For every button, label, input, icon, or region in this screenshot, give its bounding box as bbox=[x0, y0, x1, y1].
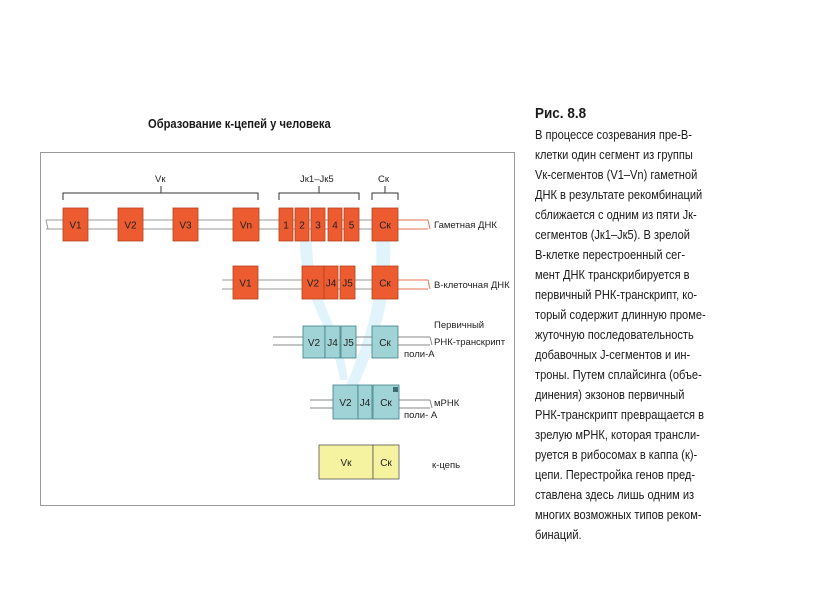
germline-segment-box bbox=[62, 207, 89, 242]
bcell-segment-label: J4 bbox=[326, 279, 337, 290]
caption-line: цепи. Перестройка генов пред- bbox=[535, 467, 696, 482]
bracket-c bbox=[371, 186, 399, 200]
chain-segments: Vк Cк bbox=[318, 444, 400, 480]
germline-segment-box bbox=[172, 207, 199, 242]
chain-segment-box bbox=[318, 444, 374, 480]
mrna-segment-box bbox=[357, 384, 373, 420]
chain-segment-label: Cк bbox=[380, 458, 392, 469]
chain-label: к-цепь bbox=[432, 460, 460, 471]
bcell-segments: V1 V2 J4 J5 Cк bbox=[232, 265, 399, 300]
mrna-polya-label: поли- А bbox=[404, 410, 438, 421]
germline-segment-box bbox=[294, 207, 310, 242]
mrna-label: мРНК bbox=[434, 398, 460, 409]
germline-segment-label: V1 bbox=[69, 221, 82, 232]
mrna-segments: V2 J4 Cк bbox=[332, 384, 400, 420]
caption-body: В процессе созревания пре-В-клетки один … bbox=[535, 125, 767, 545]
caption-line: троны. Путем сплайсинга (объе- bbox=[535, 367, 702, 382]
caption-line: торый содержит длинную проме- bbox=[535, 307, 706, 322]
caption-line: жуточную последовательность bbox=[535, 327, 694, 342]
primary-segments: V2 J4 J5 Cк bbox=[302, 325, 399, 359]
diagram-frame bbox=[40, 152, 515, 506]
caption-title: Рис. 8.8 bbox=[535, 105, 587, 122]
bcell-segment-label: V2 bbox=[307, 279, 320, 290]
bcell-segment-label: V1 bbox=[239, 279, 252, 290]
guide-swooshes bbox=[300, 240, 391, 400]
caption-line: ДНК в результате рекомбинаций bbox=[535, 187, 703, 202]
germline-segment-box bbox=[232, 207, 260, 242]
primary-segment-box bbox=[371, 325, 399, 359]
caption-line: добавочных J-сегментов и ин- bbox=[535, 347, 691, 362]
primary-segment-label: V2 bbox=[308, 338, 321, 349]
caption-line: сегментов (Jк1–Jк5). В зрелой bbox=[535, 227, 690, 242]
primary-segment-label: Cк bbox=[379, 338, 391, 349]
caption-line: В-клетке перестроенный сег- bbox=[535, 247, 686, 262]
caption-line: клетки один сегмент из группы bbox=[535, 147, 693, 162]
caption-line: первичный РНК-транскрипт, ко- bbox=[535, 287, 698, 302]
germline-segment-box bbox=[117, 207, 144, 242]
caption-line: руется в рибосомах в каппа (к)- bbox=[535, 447, 698, 462]
germline-segment-label: V3 bbox=[179, 221, 192, 232]
brackets bbox=[62, 186, 399, 200]
germline-segment-box bbox=[310, 207, 326, 242]
bcell-label: В-клеточная ДНК bbox=[434, 280, 510, 291]
caption-line: Vк-сегментов (V1–Vn) гаметной bbox=[535, 167, 698, 182]
bcell-segment-box bbox=[232, 265, 259, 300]
figure-title: Образование к-цепей у человека bbox=[148, 116, 331, 131]
primary-label-2: РНК-транскрипт bbox=[434, 337, 506, 348]
germline-segment-label: Cк bbox=[379, 221, 391, 232]
mrna-segment-label: J4 bbox=[360, 398, 371, 409]
caption-line: ставлена здесь лишь одним из bbox=[535, 487, 695, 502]
caption-line: В процессе созревания пре-В- bbox=[535, 127, 692, 142]
mrna-segment-label: Cк bbox=[380, 398, 392, 409]
germline-segment-box bbox=[278, 207, 294, 242]
germline-segment-box bbox=[327, 207, 343, 242]
bracket-v bbox=[62, 186, 259, 200]
caption-line: бинаций. bbox=[535, 527, 582, 542]
primary-segment-box bbox=[324, 325, 341, 359]
germline-segment-label: 4 bbox=[332, 221, 338, 232]
primary-segment-label: J4 bbox=[327, 338, 338, 349]
germline-segment-box bbox=[343, 207, 360, 242]
group-label-c: Cк bbox=[378, 174, 390, 185]
germline-segment-label: 2 bbox=[299, 221, 305, 232]
mrna-segment-label: V2 bbox=[339, 398, 352, 409]
chain-segment-label: Vк bbox=[340, 458, 352, 469]
bcell-segment-label: Cк bbox=[379, 279, 391, 290]
germline-segment-label: 3 bbox=[315, 221, 321, 232]
caption-line: зрелую мРНК, которая трансли- bbox=[535, 427, 700, 442]
caption-line: РНК-транскрипт превращается в bbox=[535, 407, 704, 422]
caption-line: динения) экзонов первичный bbox=[535, 387, 685, 402]
bcell-segment-box bbox=[371, 265, 399, 300]
polya-marker bbox=[393, 387, 398, 392]
germline-segment-label: Vn bbox=[240, 221, 252, 232]
primary-label-1: Первичный bbox=[434, 320, 484, 331]
germline-segment-label: V2 bbox=[124, 221, 137, 232]
caption-line: сближается с одним из пяти Jк- bbox=[535, 207, 697, 222]
group-label-j: Jк1–Jк5 bbox=[300, 174, 334, 185]
group-label-v: Vк bbox=[155, 174, 166, 185]
bcell-segment-box bbox=[323, 265, 339, 300]
germline-segment-label: 5 bbox=[349, 221, 355, 232]
bcell-segment-label: J5 bbox=[342, 279, 353, 290]
germline-segment-label: 1 bbox=[283, 221, 289, 232]
chain-segment-box bbox=[372, 444, 400, 480]
caption-line: мент ДНК транскрибируется в bbox=[535, 267, 690, 282]
mrna-segment-box bbox=[332, 384, 359, 420]
bracket-j bbox=[278, 186, 360, 200]
primary-polya-label: поли-А bbox=[404, 349, 435, 360]
caption-line: многих возможных типов реком- bbox=[535, 507, 702, 522]
bcell-segment-box bbox=[339, 265, 356, 300]
germline-segment-box bbox=[371, 207, 399, 242]
primary-segment-box bbox=[340, 325, 357, 359]
primary-segment-label: J5 bbox=[343, 338, 354, 349]
germline-label: Гаметная ДНК bbox=[434, 220, 497, 231]
